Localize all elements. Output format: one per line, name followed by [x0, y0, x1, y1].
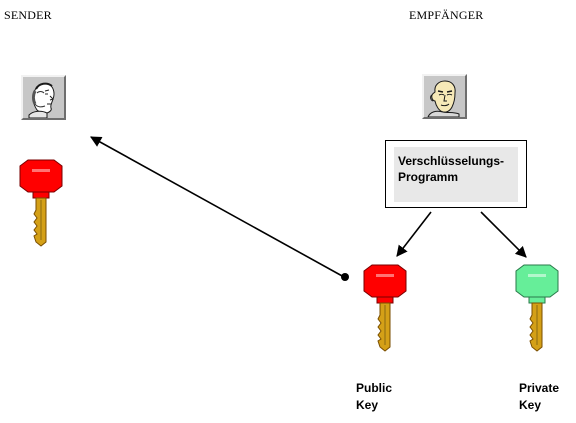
- encryption-program-label: Verschlüsselungs- Programm: [398, 154, 505, 184]
- receiver-title: EMPFÄNGER: [409, 8, 484, 22]
- sender-public-key-icon: [19, 159, 63, 247]
- encryption-program-box: Verschlüsselungs- Programm: [385, 140, 527, 208]
- public-key-icon: [363, 264, 407, 352]
- arrow-origin-dot: [341, 273, 349, 281]
- public-key-transfer-arrow: [90, 136, 345, 278]
- bald-person-icon: [427, 80, 460, 117]
- public-key-label: Public Key: [356, 381, 393, 412]
- sender-title: SENDER: [4, 8, 52, 22]
- receiver-avatar: [422, 74, 467, 119]
- private-key-label: Private Key: [519, 381, 560, 412]
- private-key-icon: [515, 264, 559, 352]
- headset-person-icon: [28, 82, 55, 118]
- program-to-public-key-arrow: [396, 211, 432, 257]
- program-to-private-key-arrow: [480, 211, 527, 258]
- sender-avatar: [21, 75, 66, 120]
- encryption-program-panel: Verschlüsselungs- Programm: [394, 147, 518, 202]
